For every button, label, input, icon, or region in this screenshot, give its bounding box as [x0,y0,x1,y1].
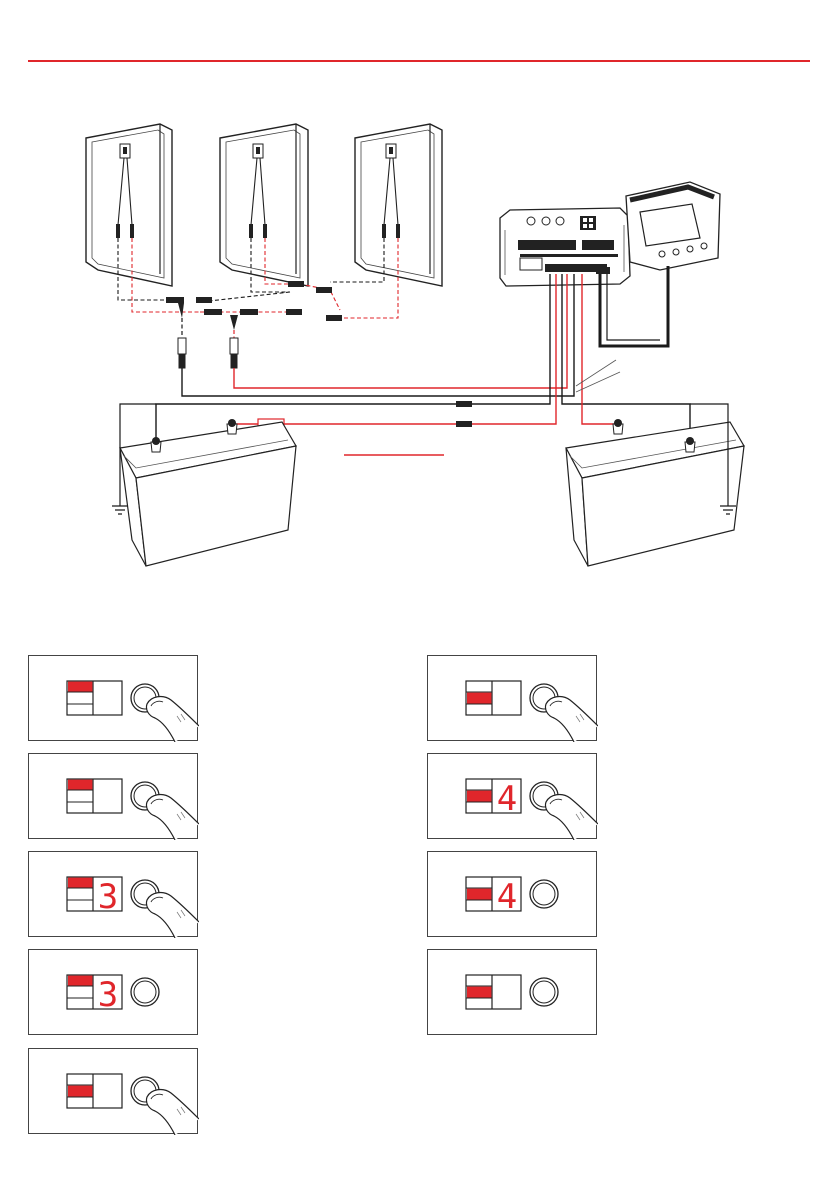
battery-icon [120,422,744,566]
active-segment [68,780,92,790]
seven-segment-display-icon: 3 [29,950,199,1036]
mc4-connector-icon [178,338,238,368]
seven-segment-display-icon: 4 [428,754,598,840]
push-button-icon [530,880,558,908]
active-segment [68,976,92,986]
branch-connectors [166,281,342,330]
display-digit: 3 [98,877,118,917]
seven-segment-display-icon [428,950,598,1036]
step-panel-7: 4 [427,753,597,839]
step-panel-5 [28,1048,198,1134]
seven-segment-display-icon: 3 [29,852,199,938]
finger-press-icon [545,697,598,742]
charge-controller-icon [500,208,630,286]
wiring-diagram [0,0,839,600]
active-segment [467,889,491,900]
finger-press-icon [146,697,199,742]
active-segment [68,878,92,888]
step-panel-9 [427,949,597,1035]
active-segment [68,1086,92,1097]
step-panel-1 [28,655,198,741]
display-digit: 4 [497,779,517,819]
step-panel-2 [28,753,198,839]
push-button-icon [131,978,159,1006]
fuse-icon [258,401,472,429]
active-segment [68,682,92,692]
seven-segment-display-icon [428,656,598,742]
seven-segment-display-icon [29,656,199,742]
seven-segment-display-icon: 4 [428,852,598,938]
display-digit: 4 [497,877,517,917]
solar-panel-1 [86,124,172,286]
step-panel-3: 3 [28,851,198,937]
finger-press-icon [146,1090,199,1135]
active-segment [467,791,491,802]
solar-panel-2 [220,124,308,286]
seven-segment-display-icon [29,754,199,840]
display-digit: 3 [98,975,118,1015]
finger-press-icon [146,893,199,938]
step-panel-6 [427,655,597,741]
active-segment [467,987,491,998]
push-button-icon [530,978,558,1006]
active-segment [467,693,491,704]
step-panel-4: 3 [28,949,198,1035]
step-panel-8: 4 [427,851,597,937]
finger-press-icon [545,795,598,840]
finger-press-icon [146,795,199,840]
remote-meter-icon [626,182,720,270]
seven-segment-display-icon [29,1049,199,1135]
solar-panel-3 [355,124,442,286]
